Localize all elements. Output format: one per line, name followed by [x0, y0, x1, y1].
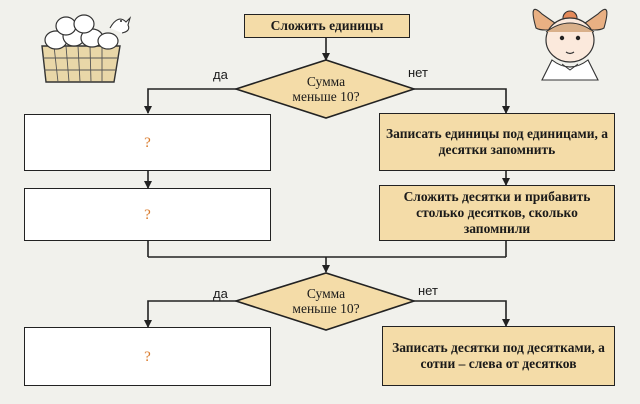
no-label-2: нет — [418, 283, 438, 298]
start-box: Сложить единицы — [244, 14, 410, 38]
write-tens-label: Записать десятки под десятками, а сотни … — [392, 340, 605, 371]
question-mark: ? — [144, 134, 151, 151]
yes-label-2: да — [213, 286, 228, 301]
decision-1-text: Сумма меньше 10? — [292, 74, 360, 104]
decision-2-text: Сумма меньше 10? — [292, 286, 360, 316]
start-label: Сложить единицы — [270, 18, 384, 33]
write-units-box: Записать единицы под единицами, а десятк… — [379, 113, 615, 171]
question-mark: ? — [144, 206, 151, 223]
decision-diamond-2 — [233, 272, 417, 331]
no-label-1: нет — [408, 65, 428, 80]
blank-step-box-2: ? — [24, 188, 271, 241]
write-tens-box: Записать десятки под десятками, а сотни … — [382, 326, 615, 386]
blank-step-box-1: ? — [24, 114, 271, 171]
add-tens-box: Сложить десятки и прибавить столько деся… — [379, 185, 615, 241]
girl-with-bow-illustration — [532, 8, 608, 81]
question-mark: ? — [144, 348, 151, 365]
egg-basket-illustration — [41, 14, 132, 83]
decision-diamond-1 — [233, 59, 417, 119]
yes-label-1: да — [213, 67, 228, 82]
blank-step-box-3: ? — [24, 327, 271, 386]
add-tens-label: Сложить десятки и прибавить столько деся… — [403, 189, 591, 236]
write-units-label: Записать единицы под единицами, а десятк… — [386, 126, 608, 157]
